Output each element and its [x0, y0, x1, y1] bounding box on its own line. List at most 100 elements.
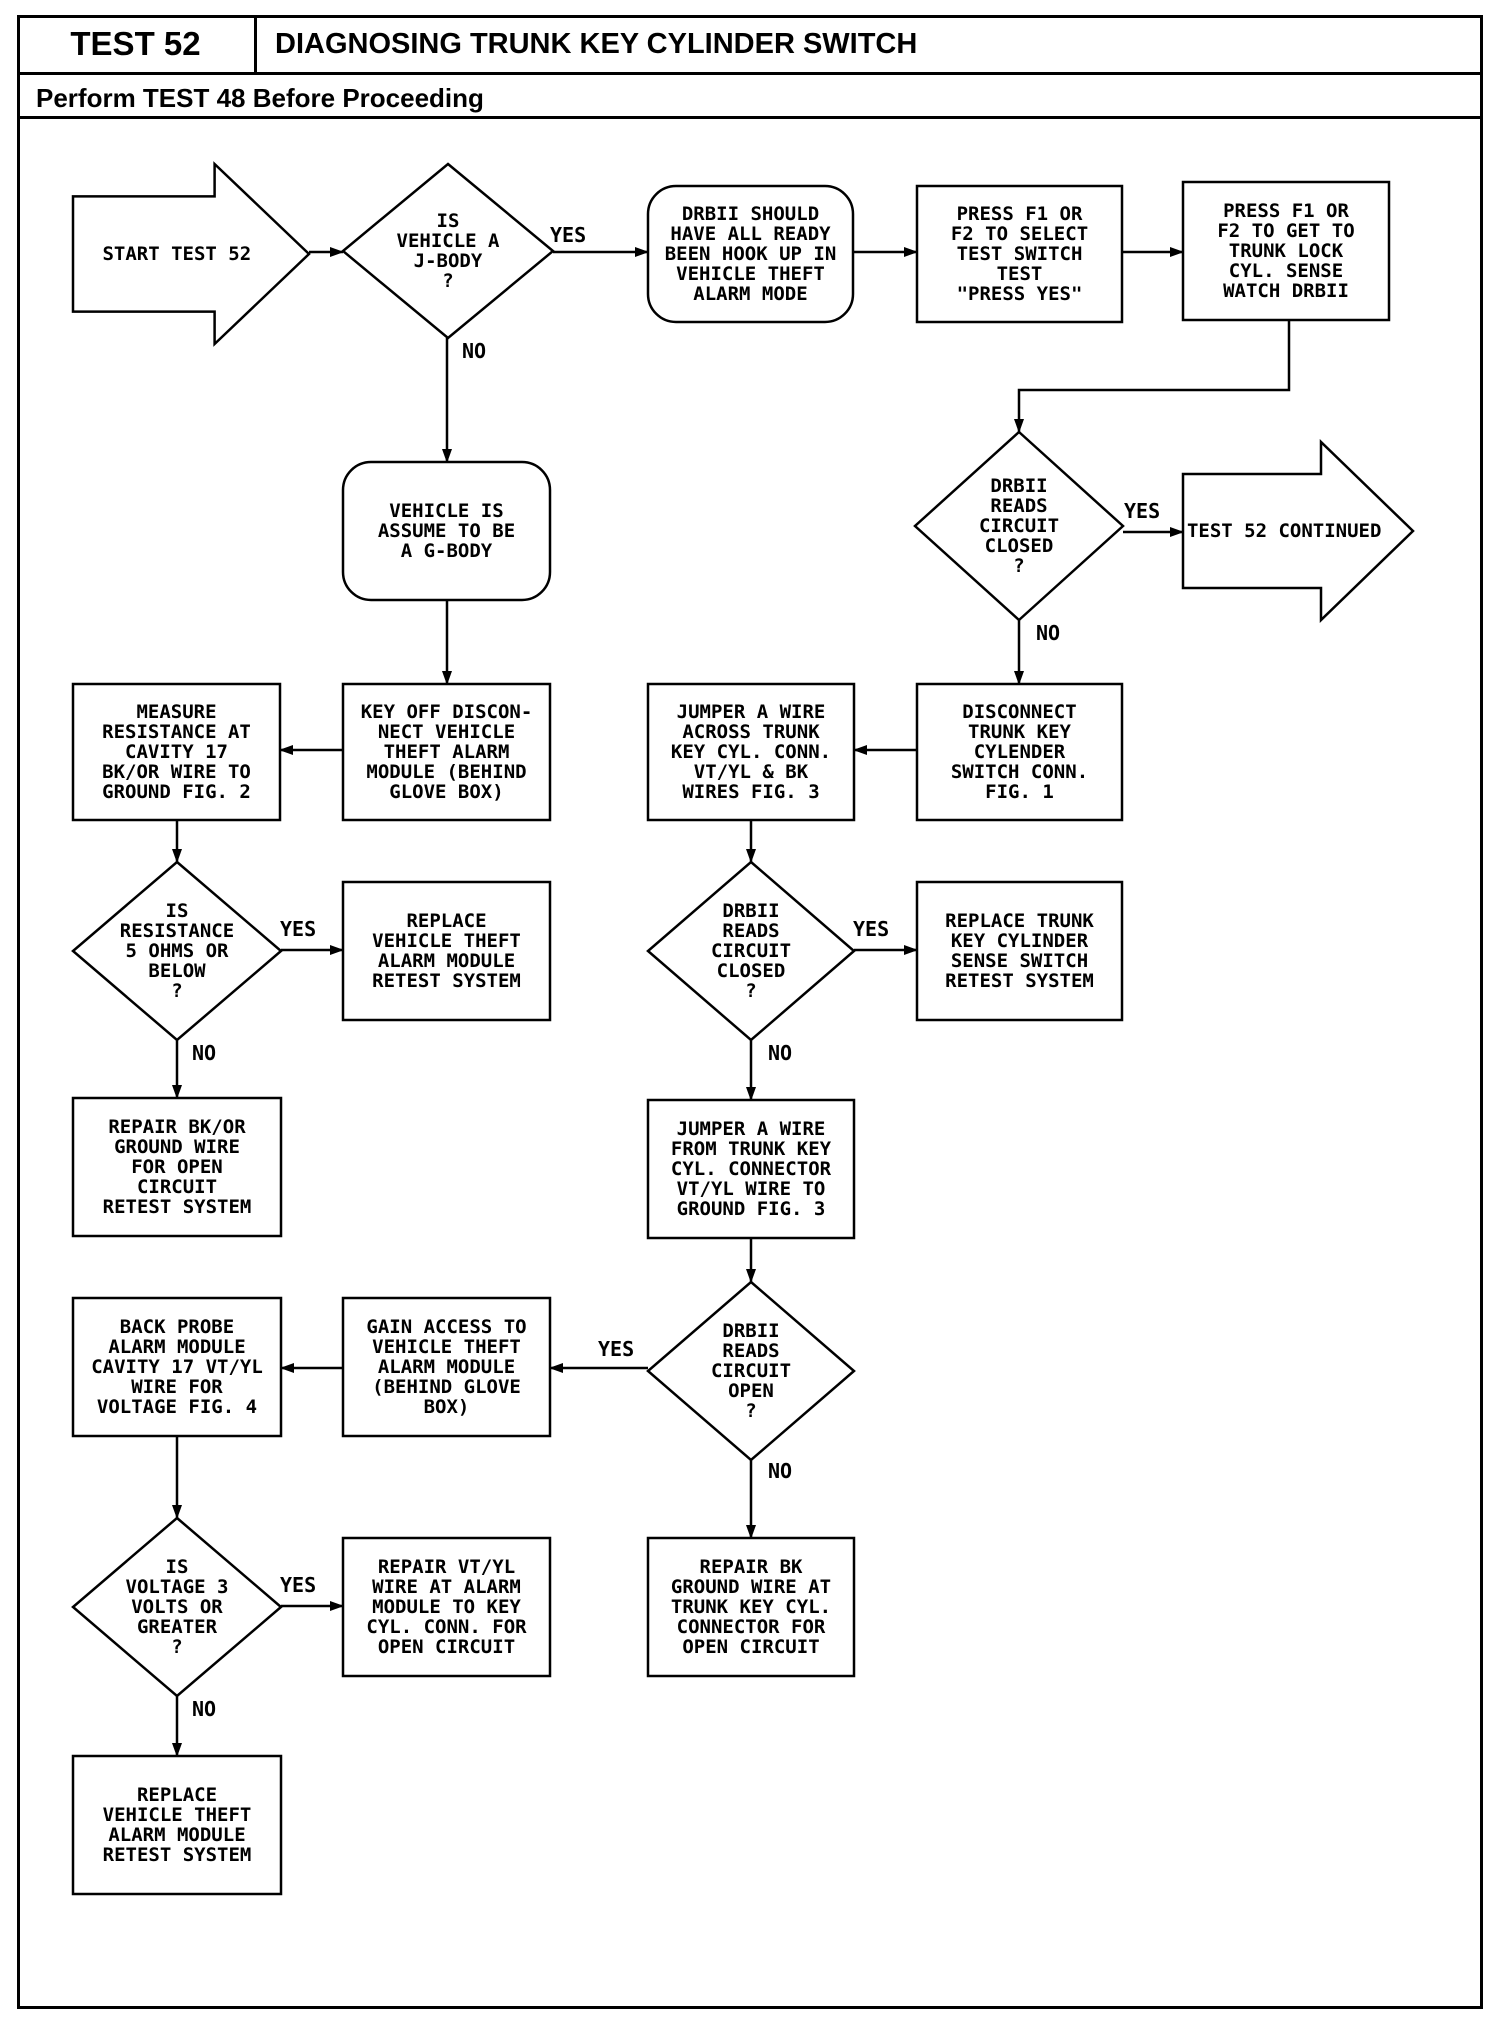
node-text-repair_bkor: FOR OPEN [131, 1156, 223, 1178]
node-text-repair_bk_ground: CONNECTOR FOR [677, 1616, 826, 1638]
node-text-d_res5: BELOW [148, 960, 206, 982]
node-text-d_reads_open: OPEN [728, 1380, 774, 1402]
node-text-replace_module1: ALARM MODULE [378, 950, 515, 972]
node-text-d_volt3: IS [166, 1556, 189, 1578]
node-shape-back_probe [71, 1296, 283, 1438]
node-text-d_reads_closed2: DRBII [722, 900, 779, 922]
node-text-repair_vtyl: MODULE TO KEY [372, 1596, 521, 1618]
node-text-disconnect_trunk: FIG. 1 [985, 781, 1054, 803]
node-text-measure_res: CAVITY 17 [125, 741, 228, 763]
node-text-replace_module2: REPLACE [137, 1784, 217, 1806]
node-text-drbii_hook: HAVE ALL READY [670, 223, 831, 245]
node-text-d_reads_closed1: CIRCUIT [979, 515, 1059, 537]
node-shape-gain_access [341, 1296, 552, 1438]
node-shape-repair_bk_ground [646, 1536, 856, 1678]
node-text-d_reads_closed1: ? [1013, 555, 1024, 577]
edge-label-yes: YES [853, 917, 889, 941]
edge-label-no: NO [768, 1459, 792, 1483]
node-shape-replace_module1 [341, 880, 552, 1022]
node-text-replace_module1: VEHICLE THEFT [372, 930, 521, 952]
node-text-back_probe: CAVITY 17 VT/YL [91, 1356, 263, 1378]
node-text-test52_cont: TEST 52 CONTINUED [1187, 520, 1381, 542]
node-shape-d_reads_open [646, 1280, 856, 1462]
node-text-drbii_hook: BEEN HOOK UP IN [665, 243, 837, 265]
node-shape-d_volt3 [71, 1516, 283, 1698]
node-shape-d_res5 [71, 860, 283, 1042]
node-text-press_f1_select: TEST SWITCH [957, 243, 1083, 265]
node-text-key_off: MODULE (BEHIND [366, 761, 526, 783]
node-test52_cont: TEST 52 CONTINUED [1181, 439, 1415, 623]
node-text-jumper_across: ACROSS TRUNK [682, 721, 820, 743]
node-shape-repair_bkor [71, 1096, 283, 1238]
node-text-press_f1_trunk: PRESS F1 OR [1223, 200, 1349, 222]
node-text-repair_bk_ground: GROUND WIRE AT [671, 1576, 831, 1598]
node-shape-start [71, 161, 311, 347]
node-text-replace_trunk_sw: RETEST SYSTEM [945, 970, 1094, 992]
node-text-press_f1_trunk: CYL. SENSE [1229, 260, 1343, 282]
node-text-measure_res: RESISTANCE AT [102, 721, 251, 743]
node-shape-replace_module2 [71, 1754, 283, 1896]
node-shape-press_f1_select [915, 184, 1124, 324]
node-shape-d_reads_closed2 [646, 860, 856, 1042]
title-divider [17, 72, 1483, 75]
node-shape-press_f1_trunk [1181, 180, 1391, 322]
node-text-back_probe: BACK PROBE [120, 1316, 234, 1338]
edge-label-no: NO [192, 1041, 216, 1065]
node-text-d_jbody: VEHICLE A [397, 230, 501, 252]
node-text-drbii_hook: VEHICLE THEFT [676, 263, 825, 285]
node-text-d_res5: IS [166, 900, 189, 922]
node-shape-replace_trunk_sw [915, 880, 1124, 1022]
node-text-jumper_ground: CYL. CONNECTOR [671, 1158, 832, 1180]
node-text-gbody: VEHICLE IS [389, 500, 503, 522]
node-text-disconnect_trunk: SWITCH CONN. [951, 761, 1088, 783]
node-text-jumper_across: KEY CYL. CONN. [671, 741, 831, 763]
node-text-d_jbody: IS [437, 210, 460, 232]
node-shape-measure_res [71, 682, 282, 822]
node-text-repair_vtyl: OPEN CIRCUIT [378, 1636, 515, 1658]
node-text-measure_res: MEASURE [136, 701, 216, 723]
node-text-key_off: NECT VEHICLE [378, 721, 515, 743]
node-text-gbody: A G-BODY [401, 540, 493, 562]
node-text-disconnect_trunk: CYLENDER [974, 741, 1066, 763]
node-text-gain_access: ALARM MODULE [378, 1356, 515, 1378]
node-text-press_f1_select: F2 TO SELECT [951, 223, 1088, 245]
node-text-replace_trunk_sw: REPLACE TRUNK [945, 910, 1094, 932]
node-start: START TEST 52 [71, 161, 311, 347]
node-text-d_res5: RESISTANCE [120, 920, 234, 942]
node-text-press_f1_trunk: F2 TO GET TO [1217, 220, 1354, 242]
node-text-repair_vtyl: WIRE AT ALARM [372, 1576, 521, 1598]
node-text-repair_bkor: REPAIR BK/OR [108, 1116, 246, 1138]
node-text-replace_trunk_sw: SENSE SWITCH [951, 950, 1088, 972]
node-text-d_reads_closed2: ? [745, 980, 756, 1002]
node-text-d_volt3: GREATER [137, 1616, 218, 1638]
node-text-d_jbody: ? [442, 270, 453, 292]
node-text-start: START TEST 52 [102, 243, 251, 265]
node-text-back_probe: VOLTAGE FIG. 4 [97, 1396, 257, 1418]
node-text-d_reads_closed2: READS [722, 920, 779, 942]
node-text-jumper_ground: FROM TRUNK KEY [671, 1138, 832, 1160]
node-text-jumper_ground: VT/YL WIRE TO [677, 1178, 826, 1200]
node-shape-key_off [341, 682, 552, 822]
node-text-d_reads_closed1: DRBII [990, 475, 1047, 497]
subtitle-divider [17, 116, 1483, 119]
node-text-replace_module1: RETEST SYSTEM [372, 970, 521, 992]
node-text-replace_module2: RETEST SYSTEM [103, 1844, 252, 1866]
node-text-d_res5: 5 OHMS OR [126, 940, 230, 962]
node-text-press_f1_trunk: WATCH DRBII [1223, 280, 1349, 302]
node-text-d_reads_open: ? [745, 1400, 756, 1422]
node-text-repair_vtyl: CYL. CONN. FOR [366, 1616, 527, 1638]
